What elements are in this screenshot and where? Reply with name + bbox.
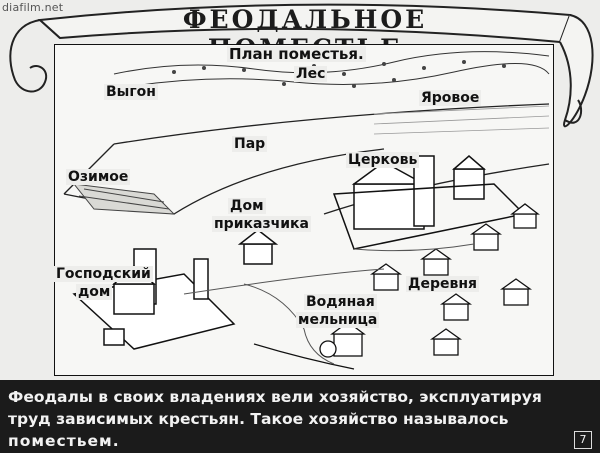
caption-line-1: Феодалы в своих владениях вели хозяйство… (8, 388, 542, 406)
plan-title: План поместья. (227, 45, 366, 63)
caption-text: Феодалы в своих владениях вели хозяйство… (8, 386, 568, 452)
label-steward-house-line2: приказчика (212, 216, 311, 232)
roads (183, 243, 475, 365)
caption-panel: Феодалы в своих владениях вели хозяйство… (0, 380, 600, 453)
caption-line-2: труд зависимых крестьян. Такое хозяйство… (8, 410, 509, 428)
label-manor-house-line1: Господский (54, 266, 153, 282)
label-pasture: Выгон (104, 84, 158, 100)
label-spring-field: Яровое (419, 90, 482, 106)
village-houses (369, 203, 540, 356)
label-steward-house-line1: Дом (228, 198, 266, 214)
label-water-mill-line2: мельница (296, 312, 380, 328)
label-village: Деревня (406, 276, 480, 292)
caption-line-3: поместьем. (8, 432, 120, 450)
steward-house (237, 229, 279, 265)
forest-area (113, 51, 550, 87)
estate-map: План поместья. Лес Выгон Яровое Пар Озим… (54, 44, 554, 376)
watermark: diafilm.net (2, 1, 64, 14)
page-number-badge: 7 (574, 431, 592, 449)
label-church: Церковь (346, 152, 420, 168)
label-manor-house-line2: дом (76, 284, 113, 300)
water-mill (253, 321, 366, 370)
label-winter-field: Озимое (66, 169, 131, 185)
label-fallow: Пар (232, 136, 268, 152)
banner-ribbon (9, 3, 594, 128)
church-building (332, 155, 526, 250)
label-forest: Лес (294, 66, 328, 82)
winter-field-hatch (72, 183, 176, 215)
label-water-mill-line1: Водяная (304, 294, 377, 310)
spring-field-furrows (373, 105, 550, 135)
